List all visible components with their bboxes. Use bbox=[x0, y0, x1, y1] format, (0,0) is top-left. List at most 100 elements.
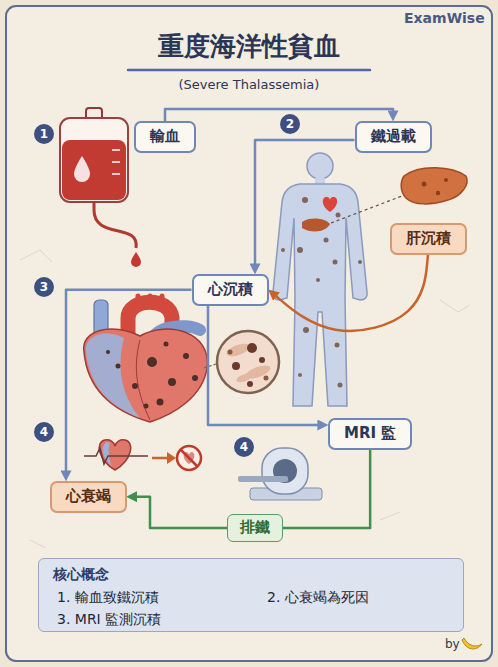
step-label: 心沉積 bbox=[192, 274, 269, 306]
paper-texture bbox=[30, 540, 46, 548]
mri-scanner bbox=[238, 476, 288, 482]
callout-number: 2 bbox=[280, 114, 300, 134]
heart-illustration bbox=[116, 364, 121, 369]
paper-texture bbox=[380, 512, 400, 520]
title-underline bbox=[128, 69, 370, 72]
failing-heart bbox=[84, 440, 148, 470]
paper-texture bbox=[20, 250, 470, 548]
body-figure bbox=[316, 278, 320, 282]
blood-bag bbox=[74, 156, 90, 182]
callout-number: 1 bbox=[34, 124, 54, 144]
failing-heart bbox=[84, 448, 148, 464]
blood-bag bbox=[94, 202, 136, 248]
step-label: 鐵過載 bbox=[355, 121, 432, 153]
heart-illustration bbox=[147, 357, 157, 367]
body-figure bbox=[281, 197, 362, 388]
concept-item: 3. MRI 監測沉積 bbox=[57, 610, 161, 628]
concept-item: 1. 輸血致鐵沉積 bbox=[57, 588, 159, 606]
brand-name: ExamWise bbox=[404, 10, 485, 27]
magnified-tissue bbox=[247, 381, 253, 387]
heart-illustration bbox=[106, 350, 110, 354]
heart-illustration bbox=[136, 340, 150, 420]
mri-scanner bbox=[238, 448, 322, 500]
magnified-tissue bbox=[228, 350, 233, 355]
body-figure bbox=[297, 247, 303, 253]
magnified-tissue bbox=[247, 343, 257, 353]
heart-illustration bbox=[192, 375, 198, 381]
connector-arrow bbox=[208, 306, 324, 426]
node-text: 肝沉積 bbox=[406, 229, 451, 249]
heart-illustration bbox=[84, 296, 208, 422]
body-figure bbox=[302, 218, 330, 231]
concept-item: 2. 心衰竭為死因 bbox=[267, 588, 369, 606]
step-label: 輸血 bbox=[134, 121, 196, 153]
heart-illustration bbox=[168, 378, 176, 386]
prohibited-symbol bbox=[177, 446, 201, 470]
blood-bag bbox=[60, 108, 141, 267]
body-figure bbox=[338, 383, 343, 388]
outcome-label: 心衰竭 bbox=[50, 481, 127, 513]
page-frame bbox=[6, 6, 492, 661]
callout-number: 3 bbox=[34, 277, 54, 297]
magnified-tissue bbox=[204, 364, 216, 368]
organ-label: 肝沉積 bbox=[390, 223, 467, 255]
blood-bag bbox=[131, 252, 141, 267]
body-figure bbox=[281, 248, 285, 252]
node-text: 心沉積 bbox=[208, 280, 253, 300]
panel-heading: 核心概念 bbox=[53, 565, 109, 583]
subtitle: (Severe Thalassemia) bbox=[179, 77, 320, 93]
blood-bag bbox=[60, 118, 128, 202]
banana-icon bbox=[462, 638, 482, 649]
callout-number: 4 bbox=[34, 422, 54, 442]
body-figure bbox=[307, 153, 333, 179]
liver-icon bbox=[436, 191, 440, 195]
magnified-tissue bbox=[264, 376, 269, 381]
heart-illustration bbox=[86, 334, 140, 418]
node-text: MRI 監 bbox=[344, 424, 396, 444]
body-figure bbox=[331, 196, 402, 223]
body-figure bbox=[358, 260, 362, 264]
mri-scanner bbox=[262, 448, 308, 494]
prohibited-symbol bbox=[177, 446, 201, 470]
body-figure bbox=[298, 373, 302, 377]
edge-label: 排鐵 bbox=[227, 514, 283, 542]
step-label: MRI 監 bbox=[328, 418, 412, 450]
body-figure bbox=[336, 213, 341, 218]
blood-bag bbox=[112, 149, 120, 151]
orange-arrow bbox=[152, 457, 168, 460]
body-figure bbox=[302, 197, 308, 203]
node-text: 心衰竭 bbox=[66, 487, 111, 507]
magnified-tissue bbox=[225, 341, 251, 359]
credit: by bbox=[445, 637, 460, 651]
callout-number: 4 bbox=[234, 437, 254, 457]
liver-icon bbox=[422, 182, 427, 187]
node-text: 輸血 bbox=[150, 127, 180, 147]
body-figure bbox=[273, 184, 367, 406]
key-concepts-panel: 核心概念 1. 輸血致鐵沉積 2. 心衰竭為死因 3. MRI 監測沉積 bbox=[38, 558, 464, 632]
magnified-tissue bbox=[259, 357, 265, 363]
magnified-tissue bbox=[217, 331, 279, 393]
orange-arrow bbox=[167, 452, 176, 464]
prohibited-symbol bbox=[181, 450, 197, 466]
blood-bag bbox=[62, 140, 126, 200]
heart-illustration bbox=[84, 329, 208, 422]
connector-arrow bbox=[272, 255, 428, 331]
magnified-tissue bbox=[204, 331, 279, 393]
body-figure bbox=[323, 197, 337, 212]
magnified-tissue bbox=[232, 362, 240, 370]
connector-arrow bbox=[165, 109, 393, 121]
liver-icon bbox=[401, 168, 467, 204]
orange-arrow bbox=[152, 452, 176, 464]
connector-arrow bbox=[66, 290, 192, 477]
title: 重度海洋性貧血 bbox=[158, 30, 340, 64]
heart-illustration bbox=[106, 342, 198, 409]
body-figure bbox=[333, 260, 338, 265]
node-text: 鐵過載 bbox=[371, 127, 416, 147]
blood-bag bbox=[112, 161, 120, 163]
body-figure bbox=[273, 153, 402, 406]
heart-illustration bbox=[164, 342, 169, 347]
paper-texture bbox=[440, 300, 470, 312]
body-figure bbox=[324, 238, 329, 243]
